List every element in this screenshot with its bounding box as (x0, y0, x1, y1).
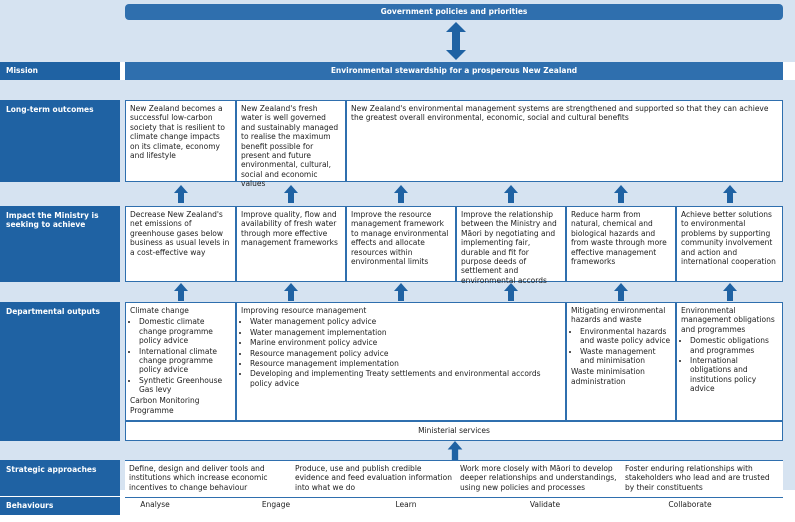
output-obligations: Environmental management obligations and… (676, 302, 783, 421)
strategic-cell-1: Define, design and deliver tools and ins… (125, 460, 291, 496)
list-item: Domestic obligations and programmes (690, 336, 778, 355)
behaviour-validate: Validate (529, 500, 561, 509)
impact-cell-2: Improve quality, flow and availability o… (236, 206, 346, 282)
list-item: Marine environment policy advice (250, 338, 561, 347)
behaviours-row (125, 497, 783, 516)
up-arrow-icon (284, 283, 298, 301)
behaviour-learn: Learn (395, 500, 417, 509)
behaviours-label: Behaviours (0, 497, 120, 515)
output-ministerial: Ministerial services (125, 421, 783, 441)
impact-cell-4: Improve the relationship between the Min… (456, 206, 566, 285)
output-hazards-footer: Waste minimisation administration (571, 367, 645, 386)
impact-label: Impact the Ministry is seeking to achiev… (0, 206, 120, 282)
strategic-cell-2: Produce, use and publish credible eviden… (291, 460, 456, 496)
behaviour-collaborate: Collaborate (668, 500, 712, 509)
up-arrow-icon (723, 283, 737, 301)
impact-cell-6: Achieve better solutions to environmenta… (676, 206, 783, 282)
up-arrow-icon (174, 185, 188, 203)
up-arrow-icon (447, 441, 463, 460)
impact-cell-1: Decrease New Zealand's net emissions of … (125, 206, 236, 282)
output-hazards-title: Mitigating environmental hazards and was… (571, 306, 666, 325)
up-arrow-icon (614, 283, 628, 301)
impact-cell-3: Improve the resource management framewor… (346, 206, 456, 282)
output-climate-title: Climate change (130, 306, 189, 315)
double-arrow-icon (446, 22, 466, 60)
up-arrow-icon (284, 185, 298, 203)
up-arrow-icon (504, 283, 518, 301)
list-item: Developing and implementing Treaty settl… (250, 369, 561, 388)
list-item: International obligations and institutio… (690, 356, 778, 394)
strategic-cell-4: Foster enduring relationships with stake… (621, 460, 783, 496)
outcome-cell-2: New Zealand's fresh water is well govern… (236, 100, 346, 188)
up-arrow-icon (394, 185, 408, 203)
outcome-cell-3: New Zealand's environmental management s… (346, 100, 783, 182)
list-item: International climate change programme p… (139, 347, 231, 375)
output-hazards: Mitigating environmental hazards and was… (566, 302, 676, 421)
outcomes-label: Long-term outcomes (0, 100, 120, 182)
strategic-label: Strategic approaches (0, 460, 120, 496)
outcome-cell-1: New Zealand becomes a successful low-car… (125, 100, 236, 182)
output-climate-footer: Carbon Monitoring Programme (130, 396, 200, 415)
up-arrow-icon (614, 185, 628, 203)
output-obligations-title: Environmental management obligations and… (681, 306, 775, 334)
list-item: Water management policy advice (250, 317, 561, 326)
strategic-cell-3: Work more closely with Māori to develop … (456, 460, 621, 496)
impact-cell-5: Reduce harm from natural, chemical and b… (566, 206, 676, 282)
up-arrow-icon (174, 283, 188, 301)
list-item: Synthetic Greenhouse Gas levy (139, 376, 231, 395)
mission-text: Environmental stewardship for a prospero… (125, 62, 783, 80)
list-item: Resource management policy advice (250, 349, 561, 358)
list-item: Environmental hazards and waste policy a… (580, 327, 671, 346)
output-climate: Climate change Domestic climate change p… (125, 302, 236, 421)
behaviour-analyse: Analyse (140, 500, 170, 509)
header-banner: Government policies and priorities (125, 4, 783, 20)
list-item: Water management implementation (250, 328, 561, 337)
output-resource-title: Improving resource management (241, 306, 367, 315)
up-arrow-icon (394, 283, 408, 301)
output-resource: Improving resource management Water mana… (236, 302, 566, 421)
list-item: Domestic climate change programme policy… (139, 317, 231, 345)
list-item: Waste management and minimisation (580, 347, 671, 366)
mission-label: Mission (0, 62, 120, 80)
list-item: Resource management implementation (250, 359, 561, 368)
outputs-label: Departmental outputs (0, 302, 120, 441)
up-arrow-icon (723, 185, 737, 203)
behaviour-engage: Engage (261, 500, 291, 509)
up-arrow-icon (504, 185, 518, 203)
